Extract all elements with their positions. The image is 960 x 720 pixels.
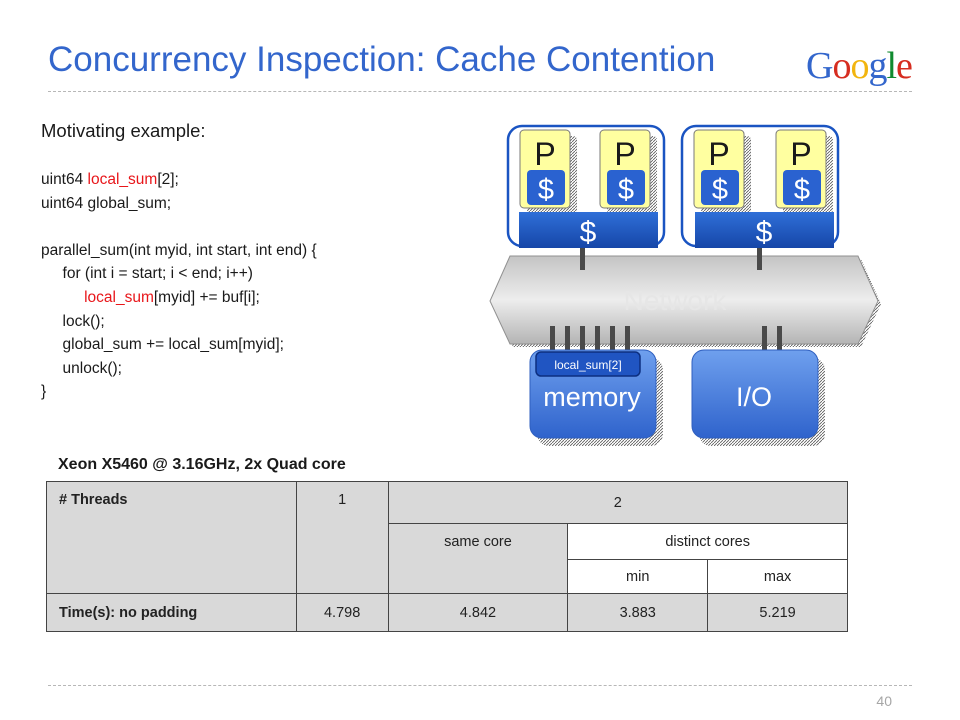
code-token: [2]; bbox=[157, 171, 179, 188]
code-token: uint64 global_sum; bbox=[41, 194, 172, 212]
l1-cache-label: $ bbox=[618, 174, 634, 206]
logo-letter: g bbox=[868, 45, 887, 87]
code-intro: Motivating example: bbox=[41, 120, 206, 141]
value-cell: 3.883 bbox=[567, 593, 709, 632]
processor-label: P bbox=[790, 136, 811, 172]
table-row: same core distinct cores bbox=[47, 523, 848, 594]
bus-line-left bbox=[580, 246, 585, 270]
results-table: # Threads 1 2 same core distinct cores m… bbox=[46, 481, 849, 632]
network-label: Network bbox=[624, 285, 728, 316]
code-token: parallel_sum(int myid, int start, int en… bbox=[41, 241, 317, 259]
threads-header: # Threads bbox=[46, 481, 297, 594]
table-caption: Xeon X5460 @ 3.16GHz, 2x Quad core bbox=[58, 456, 346, 473]
page-number: 40 bbox=[876, 693, 892, 709]
bus-line-right bbox=[757, 246, 762, 270]
table-row: # Threads 1 2 bbox=[46, 481, 849, 594]
processor-1: P $ bbox=[519, 129, 577, 214]
code-line: local_sum[myid] += buf[i]; bbox=[41, 286, 461, 310]
code-line: lock(); bbox=[41, 310, 461, 334]
code-line: global_sum += local_sum[myid]; bbox=[41, 333, 461, 357]
code-token: uint64 bbox=[41, 171, 88, 188]
io-box bbox=[691, 349, 819, 439]
code-line: uint64 local_sum[2]; bbox=[41, 168, 461, 192]
memory-tag-box bbox=[535, 351, 641, 377]
code-highlight: local_sum bbox=[84, 288, 154, 306]
logo-letter: o bbox=[850, 45, 869, 87]
code-line: uint64 global_sum; bbox=[41, 192, 461, 216]
code-token: } bbox=[41, 383, 47, 401]
bottom-divider bbox=[48, 685, 912, 686]
l1-cache-label: $ bbox=[538, 174, 554, 206]
threads-one-header: 1 bbox=[295, 481, 389, 594]
slide-title: Concurrency Inspection: Cache Contention bbox=[48, 40, 716, 79]
shared-cache-right-label: $ bbox=[756, 216, 773, 249]
code-example: Motivating example: uint64 local_sum[2];… bbox=[41, 120, 461, 404]
logo-letter: G bbox=[806, 45, 833, 87]
shared-cache-left bbox=[519, 212, 658, 248]
code-line: } bbox=[41, 380, 461, 404]
memory-label: memory bbox=[543, 382, 641, 412]
processor-label: P bbox=[534, 136, 555, 172]
min-header: min bbox=[567, 559, 709, 594]
memory-tag-label: local_sum[2] bbox=[554, 358, 621, 372]
threads-two-header: 2 bbox=[387, 481, 849, 524]
distinct-cores-header: distinct cores bbox=[567, 523, 848, 560]
value-cell: 4.798 bbox=[295, 593, 389, 632]
code-highlight: local_sum bbox=[87, 171, 158, 188]
architecture-diagram: Network P $ P $ P $ bbox=[489, 124, 881, 446]
value-cell: 5.219 bbox=[707, 593, 848, 632]
table-row: Time(s): no padding 4.798 4.842 3.883 5.… bbox=[46, 593, 848, 632]
logo-letter: o bbox=[832, 45, 851, 87]
code-token: for (int i = start; i < end; i++) bbox=[41, 265, 253, 283]
code-token bbox=[41, 289, 84, 306]
logo-letter: e bbox=[896, 45, 913, 87]
io-label: I/O bbox=[736, 382, 772, 412]
row-label: Time(s): no padding bbox=[46, 593, 297, 632]
code-token: [myid] += buf[i]; bbox=[153, 288, 260, 306]
code-line: parallel_sum(int myid, int start, int en… bbox=[41, 239, 461, 263]
io-bus-lines bbox=[762, 326, 782, 352]
processor-2: P $ bbox=[599, 129, 657, 214]
google-logo: Google bbox=[806, 44, 913, 88]
shared-cache-right bbox=[695, 212, 834, 248]
top-divider bbox=[48, 91, 912, 92]
code-token: lock(); bbox=[41, 312, 105, 330]
l1-cache-label: $ bbox=[712, 174, 728, 206]
l1-cache-label: $ bbox=[794, 174, 810, 206]
processor-4: P $ bbox=[775, 129, 833, 214]
code-listing: uint64 local_sum[2];uint64 global_sum;pa… bbox=[41, 168, 461, 404]
shared-cache-left-label: $ bbox=[580, 216, 597, 249]
code-line: unlock(); bbox=[41, 357, 461, 381]
max-header: max bbox=[707, 559, 848, 594]
value-cell: 4.842 bbox=[387, 593, 569, 632]
processor-label: P bbox=[708, 136, 729, 172]
processor-label: P bbox=[614, 136, 635, 172]
code-line: for (int i = start; i < end; i++) bbox=[41, 262, 461, 286]
same-core-header: same core bbox=[387, 523, 569, 594]
code-line bbox=[41, 215, 461, 239]
memory-bus-lines bbox=[550, 326, 630, 352]
code-token: global_sum += local_sum[myid]; bbox=[41, 336, 284, 354]
processor-3: P $ bbox=[693, 129, 751, 214]
logo-letter: l bbox=[886, 45, 897, 87]
network-arrow bbox=[489, 255, 879, 345]
code-token: unlock(); bbox=[41, 359, 122, 377]
